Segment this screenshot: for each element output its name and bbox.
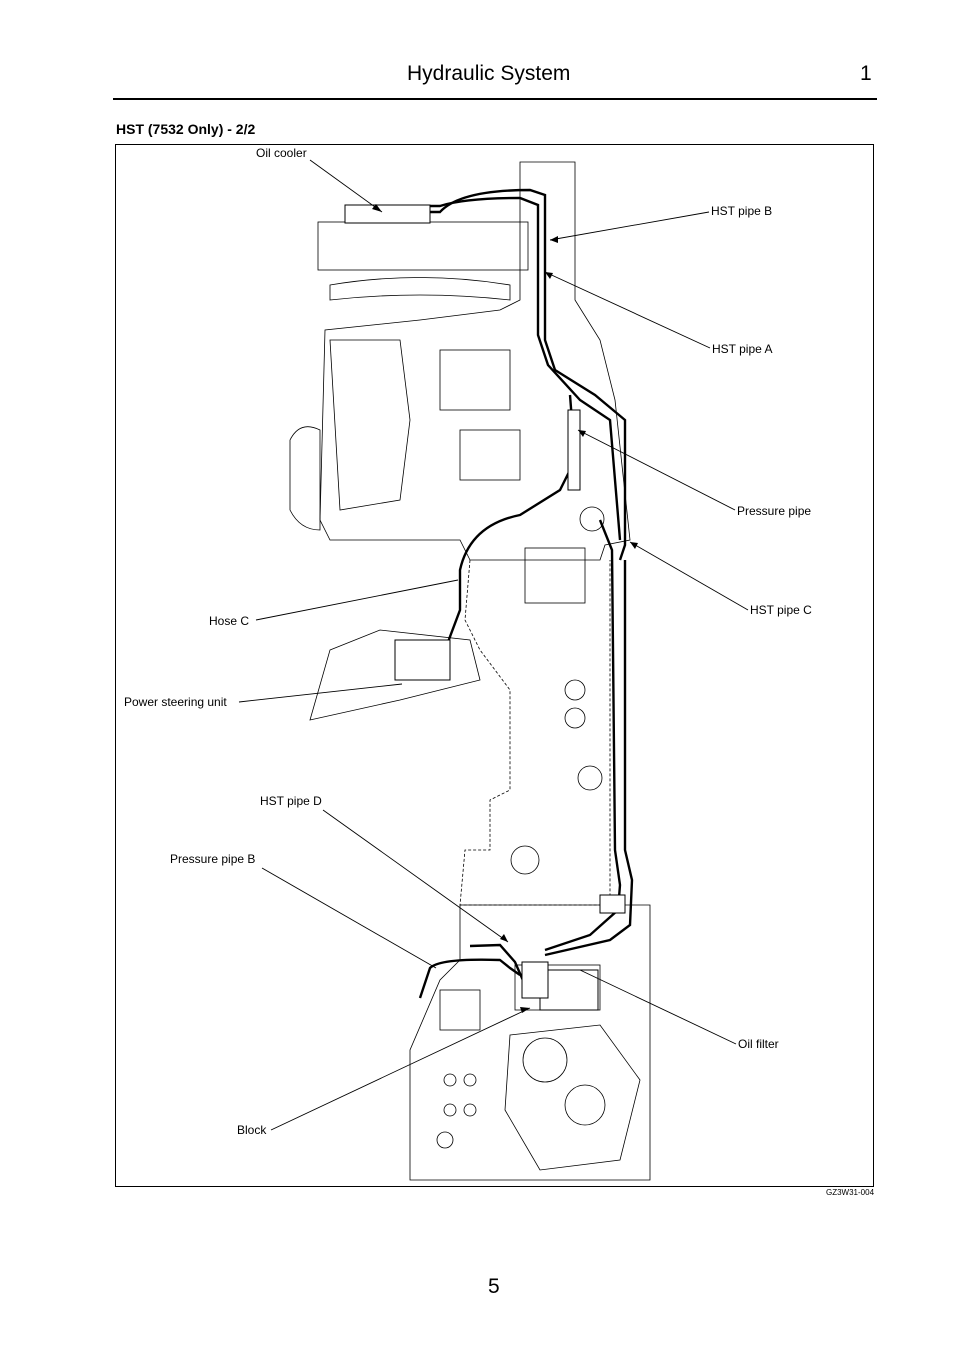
block-drawing <box>521 961 549 999</box>
label-pressure-pipe: Pressure pipe <box>737 504 812 518</box>
section-title: HST (7532 Only) - 2/2 <box>116 121 256 137</box>
label-hst-pipe-c: HST pipe C <box>750 603 812 617</box>
header-rule <box>113 98 877 100</box>
leader-pressure-pipe-b <box>261 867 437 969</box>
rear-cover <box>504 1024 641 1171</box>
hst-pipe-b-drawing <box>345 188 627 561</box>
label-hose-c: Hose C <box>209 614 250 628</box>
label-oil-cooler: Oil cooler <box>256 146 307 160</box>
label-block: Block <box>237 1123 267 1137</box>
oil-cooler-drawing <box>344 204 431 224</box>
hose-c-drawing <box>409 394 577 672</box>
leader-power-steering <box>238 683 403 703</box>
leader-block <box>270 1007 531 1131</box>
leader-oil-filter <box>579 969 737 1045</box>
label-hst-pipe-b: HST pipe B <box>711 204 773 218</box>
chapter-number: 1 <box>860 62 872 85</box>
hydraulic-diagram-frame <box>115 144 874 1187</box>
figure-code: GZ3W31-004 <box>826 1188 875 1197</box>
radiator-top <box>317 221 529 271</box>
hst-pipe-d-drawing <box>469 943 527 986</box>
leader-oil-cooler <box>309 159 383 213</box>
page-header-title: Hydraulic System <box>407 62 571 85</box>
hst-pipe-a-drawing <box>360 196 622 541</box>
oil-filter-drawing <box>539 969 599 1011</box>
pressure-pipe-drawing <box>544 519 622 952</box>
power-steering-unit-drawing <box>394 639 451 681</box>
label-oil-filter: Oil filter <box>738 1037 779 1051</box>
leader-hst-pipe-d <box>322 809 509 943</box>
page-number: 5 <box>488 1275 500 1298</box>
leader-hst-pipe-c <box>629 541 749 611</box>
label-hst-pipe-a: HST pipe A <box>712 342 773 356</box>
leader-hst-pipe-a <box>544 271 711 349</box>
hst-pipe-c-drawing <box>544 560 634 957</box>
leader-pressure-pipe <box>577 429 736 511</box>
pressure-pipe-b-drawing <box>418 958 521 999</box>
label-hst-pipe-d: HST pipe D <box>260 794 322 808</box>
label-power-steering-unit: Power steering unit <box>124 695 227 709</box>
leader-hose-c <box>255 579 459 621</box>
transmission-outline <box>459 559 611 906</box>
leader-hst-pipe-b <box>549 211 710 241</box>
label-pressure-pipe-b: Pressure pipe B <box>170 852 256 866</box>
rear-housing-outline <box>409 904 651 1181</box>
